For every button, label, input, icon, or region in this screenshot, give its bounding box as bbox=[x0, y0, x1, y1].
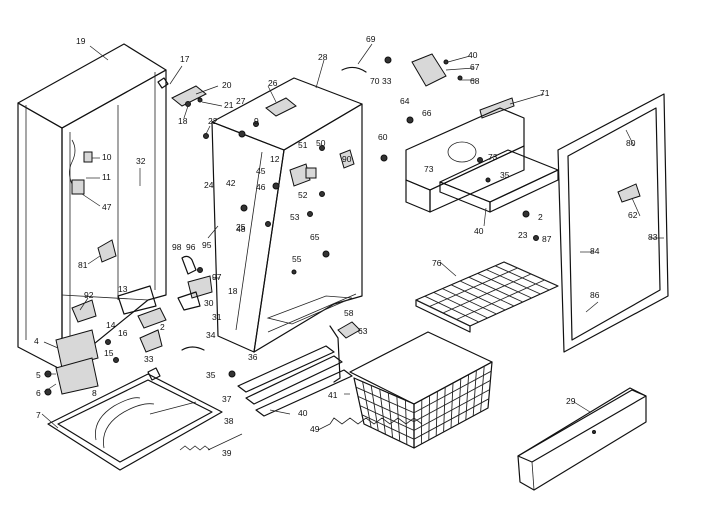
part-number-label: 30 bbox=[204, 298, 214, 308]
part-number-label: 35 bbox=[206, 370, 216, 380]
toe-grille bbox=[517, 387, 647, 491]
part-number-label: 38 bbox=[224, 416, 234, 426]
part-number-label: 26 bbox=[268, 78, 278, 88]
part-number-label: 36 bbox=[248, 352, 258, 362]
part-number-label: 48 bbox=[236, 224, 246, 234]
part-number-label: 63 bbox=[358, 326, 368, 336]
part-number-label: 87 bbox=[542, 234, 552, 244]
part-number-label: 7 bbox=[36, 410, 41, 420]
part-number-label: 67 bbox=[470, 62, 480, 72]
part-number-label: 96 bbox=[186, 242, 196, 252]
part-number-label: 39 bbox=[222, 448, 232, 458]
part-number-label: 27 bbox=[236, 96, 246, 106]
part-number-label: 73 bbox=[424, 164, 434, 174]
part-number-label: 5 bbox=[36, 370, 41, 380]
part-number-label: 97 bbox=[212, 272, 222, 282]
part-number-label: 40 bbox=[468, 50, 478, 60]
part-number-label: 52 bbox=[298, 190, 308, 200]
part-number-label: 10 bbox=[102, 152, 112, 162]
part-number-label: 70 bbox=[370, 76, 380, 86]
part-number-label: 14 bbox=[106, 320, 116, 330]
crisper-basket bbox=[349, 331, 493, 449]
wire-shelf bbox=[415, 261, 559, 333]
part-number-label: 15 bbox=[104, 348, 114, 358]
part-number-label: 2 bbox=[160, 322, 165, 332]
part-number-label: 12 bbox=[270, 154, 280, 164]
part-number-label: 90 bbox=[342, 154, 352, 164]
door-gasket-frame bbox=[557, 93, 669, 353]
part-number-label: 35 bbox=[500, 170, 510, 180]
drain-pan bbox=[47, 373, 223, 471]
part-number-label: 64 bbox=[400, 96, 410, 106]
part-number-label: 2 bbox=[538, 212, 543, 222]
part-number-label: 98 bbox=[172, 242, 182, 252]
part-number-label: 71 bbox=[540, 88, 550, 98]
part-number-label: 73 bbox=[488, 152, 498, 162]
part-number-label: 25 bbox=[236, 222, 246, 232]
part-number-label: 6 bbox=[36, 388, 41, 398]
part-number-label: 32 bbox=[136, 156, 146, 166]
part-number-label: 34 bbox=[206, 330, 216, 340]
part-number-label: 51 bbox=[298, 140, 308, 150]
part-number-label: 62 bbox=[628, 210, 638, 220]
part-number-label: 55 bbox=[292, 254, 302, 264]
part-number-label: 20 bbox=[222, 80, 232, 90]
part-number-label: 11 bbox=[102, 172, 111, 182]
part-number-label: 18 bbox=[228, 286, 238, 296]
part-number-label: 80 bbox=[626, 138, 636, 148]
part-number-label: 29 bbox=[566, 396, 576, 406]
part-number-label: 8 bbox=[92, 388, 97, 398]
part-number-label: 33 bbox=[382, 76, 392, 86]
part-number-label: 33 bbox=[144, 354, 154, 364]
part-number-label: 17 bbox=[180, 54, 190, 64]
part-number-label: 22 bbox=[208, 116, 218, 126]
part-number-label: 24 bbox=[204, 180, 214, 190]
part-number-label: 40 bbox=[298, 408, 308, 418]
part-number-label: 41 bbox=[328, 390, 338, 400]
part-number-label: 68 bbox=[470, 76, 480, 86]
part-number-label: 19 bbox=[76, 36, 86, 46]
part-number-label: 31 bbox=[212, 312, 222, 322]
part-number-label: 13 bbox=[118, 284, 128, 294]
rail-parts bbox=[147, 321, 423, 451]
part-number-label: 76 bbox=[432, 258, 442, 268]
part-number-label: 81 bbox=[78, 260, 88, 270]
part-number-label: 37 bbox=[222, 394, 232, 404]
part-number-label: 53 bbox=[290, 212, 300, 222]
part-number-label: 65 bbox=[310, 232, 320, 242]
part-number-label: 42 bbox=[226, 178, 236, 188]
part-number-label: 47 bbox=[102, 202, 112, 212]
part-number-label: 84 bbox=[590, 246, 600, 256]
leader-lines bbox=[41, 43, 664, 451]
part-number-label: 9 bbox=[254, 116, 259, 126]
part-number-label: 69 bbox=[366, 34, 376, 44]
part-number-label: 4 bbox=[34, 336, 39, 346]
part-number-label: 83 bbox=[648, 232, 658, 242]
part-number-label: 50 bbox=[316, 138, 326, 148]
part-number-label: 60 bbox=[378, 132, 388, 142]
part-number-label: 86 bbox=[590, 290, 600, 300]
part-number-label: 92 bbox=[84, 290, 94, 300]
part-number-label: 21 bbox=[224, 100, 234, 110]
part-number-label: 40 bbox=[474, 226, 484, 236]
part-number-label: 49 bbox=[310, 424, 320, 434]
part-number-label: 18 bbox=[178, 116, 188, 126]
part-number-label: 45 bbox=[256, 166, 266, 176]
liner bbox=[211, 77, 363, 353]
part-number-label: 58 bbox=[344, 308, 354, 318]
evaporator-parts bbox=[341, 53, 559, 241]
part-number-label: 95 bbox=[202, 240, 212, 250]
part-number-label: 23 bbox=[518, 230, 528, 240]
part-number-label: 16 bbox=[118, 328, 128, 338]
part-number-label: 46 bbox=[256, 182, 266, 192]
outer-cabinet bbox=[17, 43, 167, 371]
part-number-label: 66 bbox=[422, 108, 432, 118]
part-number-label: 28 bbox=[318, 52, 328, 62]
lower-left-parts bbox=[44, 255, 213, 396]
